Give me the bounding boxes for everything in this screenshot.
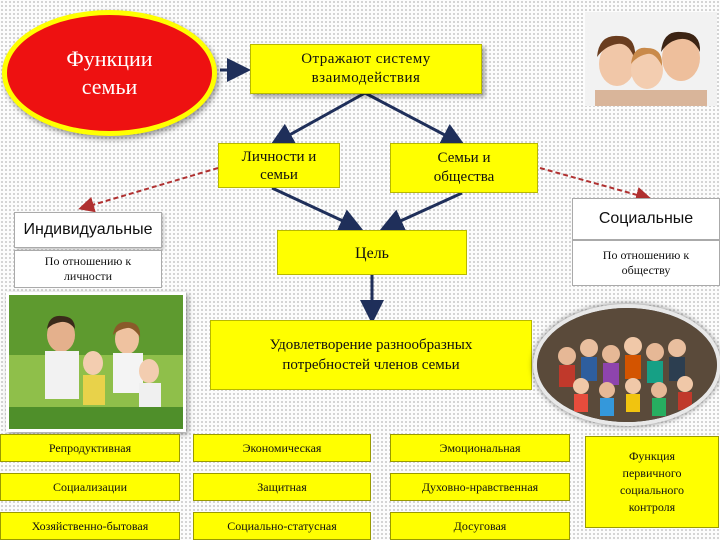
satisfaction-box: Удовлетворение разнообразных потребносте… xyxy=(210,320,532,390)
arrow-society-to-goal xyxy=(379,191,463,232)
function-protective: Защитная xyxy=(193,473,371,501)
family-photo-oval-right xyxy=(533,304,720,426)
system-box: Отражают систему взаимодействия xyxy=(250,44,482,94)
social-box: Социальные xyxy=(572,198,720,240)
personal-family-box: Личности и семьи xyxy=(218,143,340,188)
function-household: Хозяйственно-бытовая xyxy=(0,512,180,540)
family-photo-top-right xyxy=(585,12,717,106)
individual-box: Индивидуальные xyxy=(14,212,162,248)
function-spiritual-moral: Духовно-нравственная xyxy=(390,473,570,501)
function-emotional: Эмоциональная xyxy=(390,434,570,462)
dashed-arrow-to-individual xyxy=(78,167,219,213)
function-economic: Экономическая xyxy=(193,434,371,462)
function-leisure: Досуговая xyxy=(390,512,570,540)
function-reproductive: Репродуктивная xyxy=(0,434,180,462)
individual-sub-box: По отношению к личности xyxy=(14,250,162,288)
function-social-status: Социально-статусная xyxy=(193,512,371,540)
family-society-box: Семьи и общества xyxy=(390,143,538,193)
social-sub-box: По отношению к обществу xyxy=(572,240,720,286)
function-social-control: Функция первичного социального контроля xyxy=(585,436,719,528)
goal-box: Цель xyxy=(277,230,467,275)
title-ellipse: Функции семьи xyxy=(2,10,217,136)
arrow-system-to-personal xyxy=(269,91,366,146)
arrow-personal-to-goal xyxy=(271,186,364,232)
arrow-system-to-society xyxy=(364,91,466,146)
family-photo-left xyxy=(6,292,186,432)
dashed-arrow-to-social xyxy=(539,167,652,203)
function-socialization: Социализации xyxy=(0,473,180,501)
